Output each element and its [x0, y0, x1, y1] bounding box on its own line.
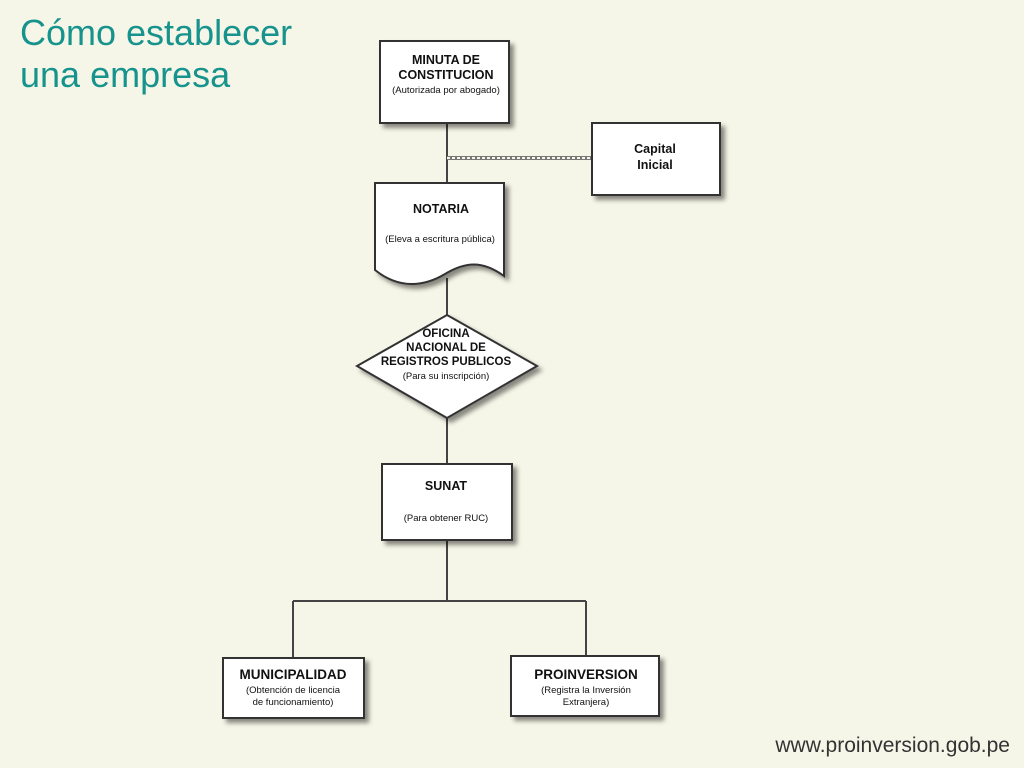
municipalidad-note-1: (Obtención de licencia: [246, 685, 341, 696]
proinversion-note-1: (Registra la Inversión: [541, 685, 631, 696]
registros-title-3: REGISTROS PUBLICOS: [381, 356, 512, 368]
sunat-box: SUNAT (Para obtener RUC): [381, 463, 513, 541]
sunat-title: SUNAT: [425, 479, 467, 493]
proinversion-note-2: Extranjera): [563, 697, 609, 708]
capital-title-2: Inicial: [637, 158, 672, 172]
proinversion-title: PROINVERSION: [534, 667, 638, 682]
slide-title-line-1: Cómo establecer: [20, 12, 293, 53]
municipalidad-note-2: de funcionamiento): [253, 697, 334, 708]
capital-title-1: Capital: [634, 142, 676, 156]
minuta-note: (Autorizada por abogado): [392, 85, 500, 96]
sunat-note: (Para obtener RUC): [404, 513, 488, 524]
municipalidad-title: MUNICIPALIDAD: [240, 667, 347, 682]
minuta-title-1: MINUTA DE: [412, 53, 480, 67]
footer-url: www.proinversion.gob.pe: [775, 734, 1010, 757]
proinversion-box: PROINVERSION (Registra la Inversión Extr…: [510, 655, 660, 717]
registros-title-1: OFICINA: [422, 328, 469, 340]
connectors: [292, 123, 587, 658]
slide-title-line-2: una empresa: [20, 54, 231, 95]
minuta-box: MINUTA DE CONSTITUCION (Autorizada por a…: [379, 40, 510, 124]
minuta-title-2: CONSTITUCION: [398, 68, 493, 82]
municipalidad-box: MUNICIPALIDAD (Obtención de licencia de …: [222, 657, 365, 719]
notaria-note: (Eleva a escritura pública): [385, 234, 495, 245]
registros-note: (Para su inscripción): [403, 371, 490, 382]
registros-title-2: NACIONAL DE: [406, 342, 486, 354]
capital-box: Capital Inicial: [591, 122, 721, 196]
registros-diamond: OFICINA NACIONAL DE REGISTROS PUBLICOS (…: [354, 313, 540, 420]
notaria-document: NOTARIA (Eleva a escritura pública): [374, 182, 505, 285]
slide-title: Cómo establecer una empresa: [20, 12, 292, 96]
notaria-title: NOTARIA: [413, 202, 469, 216]
